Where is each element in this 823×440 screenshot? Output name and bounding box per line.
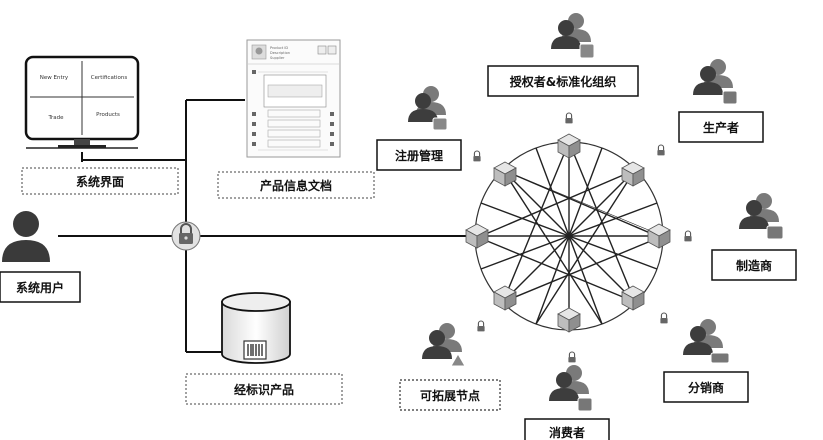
manufacturer-person-icon [739, 193, 779, 229]
system-interface-label-box [21, 167, 179, 195]
manufacturer-label-box [711, 249, 797, 281]
extensible-node-label: 可拓展节点 [420, 388, 480, 403]
consumer-label: 消费者 [549, 425, 585, 440]
role-badges [432, 43, 784, 412]
system-user-icon [2, 211, 50, 262]
node-cube-upper-right [621, 161, 645, 187]
extensible-node-person-icon [422, 323, 462, 359]
product-document-label: 产品信息文档 [260, 178, 332, 193]
node-cube-right [647, 223, 671, 249]
quadrant-new-entry: New Entry [40, 75, 69, 81]
building-icon [766, 225, 784, 240]
registration-person-icon [408, 86, 446, 122]
product-document-icon [246, 39, 341, 158]
producer-person-icon [693, 59, 733, 95]
monitor-icon [24, 55, 140, 149]
node-cube-upper-left [493, 161, 517, 187]
id-card-icon [432, 117, 448, 131]
distributor-label: 分销商 [688, 380, 724, 395]
system-user-label: 系统用户 [16, 280, 64, 295]
factory-icon [722, 90, 738, 105]
authority-label-box [487, 65, 639, 97]
labeled-product-label-box [185, 373, 343, 405]
node-cube-left [465, 223, 489, 249]
consumer-person-icon [549, 365, 589, 401]
node-cube-top [557, 133, 581, 159]
doc-header-line-3: Supplier [270, 56, 285, 60]
extensible-node-label-box [399, 379, 501, 411]
cart-icon [577, 397, 593, 412]
node-cube-lower-left [493, 285, 517, 311]
consumer-label-box [524, 418, 610, 440]
doc-header-line-1: Product ID [270, 46, 288, 50]
manufacturer-label: 制造商 [736, 258, 772, 273]
node-cube-lower-right [621, 285, 645, 311]
producer-label-box [678, 111, 764, 143]
recycle-icon [450, 353, 466, 367]
quadrant-certifications: Certifications [91, 75, 128, 81]
quadrant-trade: Trade [47, 115, 64, 121]
quadrant-products: Products [96, 112, 120, 118]
node-cube-bottom [557, 307, 581, 333]
mesh-lines [474, 141, 664, 330]
central-lock-icon [171, 221, 201, 251]
database-icon [221, 292, 291, 364]
certificate-icon [579, 43, 595, 59]
registration-label-box [376, 139, 462, 171]
truck-icon [710, 352, 730, 364]
producer-label: 生产者 [703, 120, 739, 135]
system-user-label-box [0, 271, 81, 303]
distributor-person-icon [683, 319, 723, 355]
labeled-product-label: 经标识产品 [234, 382, 294, 397]
registration-label: 注册管理 [395, 148, 443, 163]
system-interface-label: 系统界面 [76, 174, 124, 189]
authority-label: 授权者&标准化组织 [510, 74, 616, 89]
doc-header-line-2: Description [270, 51, 290, 55]
distributor-label-box [663, 371, 749, 403]
product-document-label-box [217, 171, 375, 199]
